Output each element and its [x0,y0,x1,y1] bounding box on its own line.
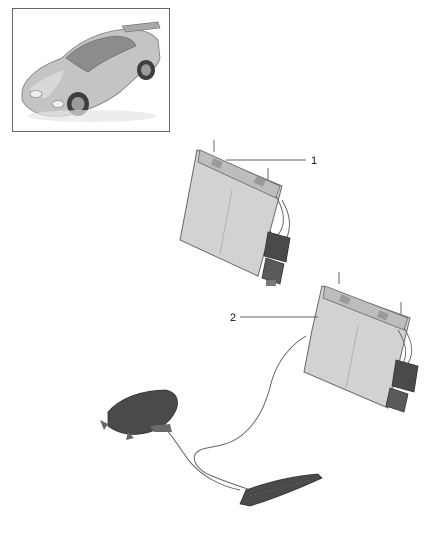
car-thumbnail [12,8,170,132]
callout-1-label: 1 [311,155,317,167]
car-icon [21,21,161,122]
callout-1: 1 [226,155,317,167]
callout-2: 2 [230,312,318,324]
part-1-backrest-heating-mat [179,140,291,286]
part-2-cushion-heating-mat [100,272,419,507]
callout-2-label: 2 [230,312,236,324]
